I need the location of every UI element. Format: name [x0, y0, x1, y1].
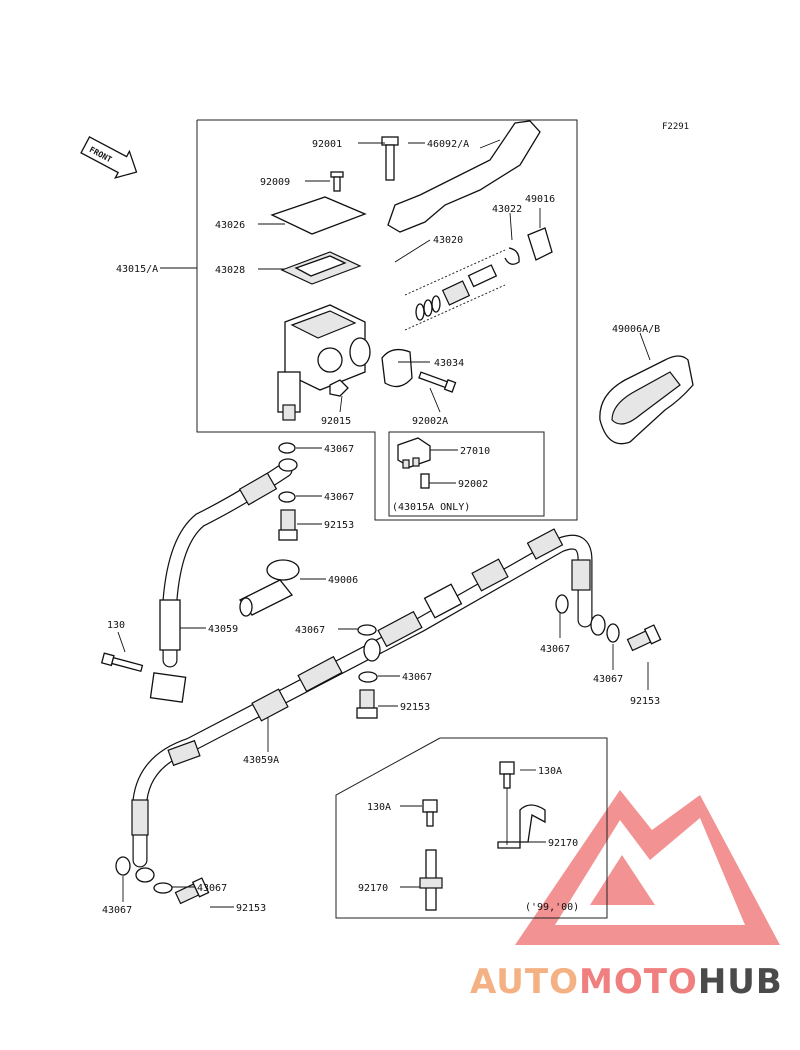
label-43034: 43034: [434, 358, 464, 369]
bracket-subframe: [335, 737, 608, 919]
watermark-part-hub: HUB: [698, 962, 783, 1002]
hose-bracket-left-tab: [419, 877, 443, 889]
label-49006: 49006: [328, 575, 358, 586]
year-note: ('99,'00): [525, 902, 579, 913]
banjo-eye-upper: [278, 458, 298, 472]
switch-subframe: [388, 431, 545, 517]
dust-boot: [527, 227, 553, 261]
washer-43067-g: [115, 856, 131, 876]
brake-lever: [387, 120, 541, 233]
label-92170-2: 92170: [358, 883, 388, 894]
watermark-text: AUTOMOTOHUB: [470, 962, 783, 1002]
banjo-eye-mid: [363, 638, 381, 662]
label-43022: 43022: [492, 204, 522, 215]
cap-screw: [330, 171, 344, 192]
label-43067-6: 43067: [593, 674, 623, 685]
label-43067-7: 43067: [197, 883, 227, 894]
label-43026: 43026: [215, 220, 245, 231]
label-49006a-b: 49006A/B: [612, 324, 660, 335]
label-92009: 92009: [260, 177, 290, 188]
label-46092-a: 46092/A: [427, 139, 469, 150]
label-130a-1: 130A: [538, 766, 562, 777]
part-labels: 92001 46092/A 92009 43026 43022 49016 43…: [102, 139, 660, 916]
label-43020: 43020: [433, 235, 463, 246]
label-43059: 43059: [208, 624, 238, 635]
watermark-logo: [515, 790, 780, 945]
label-43067-2: 43067: [324, 492, 354, 503]
hose-bracket-right: [497, 804, 546, 849]
label-43059a: 43059A: [243, 755, 279, 766]
washer-43067-d: [358, 671, 378, 683]
label-92002: 92002: [458, 479, 488, 490]
washer-43067-b: [278, 491, 296, 503]
label-92015: 92015: [321, 416, 351, 427]
label-43067-5: 43067: [402, 672, 432, 683]
watermark-part-auto: AUTO: [470, 962, 579, 1002]
banjo-bolt-d: [174, 877, 210, 905]
figure-code: F2291: [662, 122, 689, 132]
washer-43067-a: [278, 442, 296, 454]
banjo-bolt-a: [278, 509, 298, 541]
watermark-part-moto: MOTO: [579, 962, 698, 1002]
label-92170-1: 92170: [548, 838, 578, 849]
cylinder-nut: [329, 379, 349, 397]
pivot-bolt: [381, 136, 399, 181]
label-92153-2: 92153: [400, 702, 430, 713]
label-92153-4: 92153: [236, 903, 266, 914]
label-130a-2: 130A: [367, 802, 391, 813]
label-43028: 43028: [215, 265, 245, 276]
label-130: 130: [107, 620, 125, 631]
label-92153-1: 92153: [324, 520, 354, 531]
label-43067-3: 43067: [295, 625, 325, 636]
banjo-bolt-b: [356, 689, 378, 719]
hose-joint: [149, 672, 187, 703]
washer-43067-h: [153, 882, 173, 894]
clamp-bolt: [418, 371, 457, 393]
label-43067-8: 43067: [102, 905, 132, 916]
lever-guard-detail: [611, 371, 681, 425]
leader-lines: [117, 139, 651, 908]
washer-43067-e: [555, 594, 569, 614]
brake-hose-lower: [131, 528, 593, 868]
diaphragm-inner: [294, 255, 347, 277]
banjo-bolt-c: [626, 624, 662, 652]
label-49016: 49016: [525, 194, 555, 205]
switch-screw: [420, 473, 430, 489]
front-arrow: FRONT: [80, 136, 138, 179]
brake-switch: [397, 437, 431, 469]
banjo-eye-bottom: [135, 867, 155, 883]
tee-joint: [238, 559, 300, 617]
label-92002a: 92002A: [412, 416, 448, 427]
scope-note: (43015A ONLY): [392, 502, 470, 513]
bracket-bolt-left: [422, 799, 438, 827]
joint-bolt: [100, 652, 144, 673]
label-92153-3: 92153: [630, 696, 660, 707]
label-43067-4: 43067: [540, 644, 570, 655]
reservoir-cap: [270, 196, 367, 235]
master-cylinder-frame: [196, 119, 578, 521]
label-43067-1: 43067: [324, 444, 354, 455]
circlip: [504, 247, 520, 265]
label-43015-a: 43015/A: [116, 264, 158, 275]
washer-43067-c: [357, 624, 377, 636]
label-27010: 27010: [460, 446, 490, 457]
brake-hose-upper: [159, 462, 293, 668]
cylinder-body: [277, 304, 371, 421]
piston-kit: [404, 249, 506, 331]
banjo-eye-right: [590, 614, 606, 636]
label-92001: 92001: [312, 139, 342, 150]
handlebar-clamp: [381, 348, 413, 388]
washer-43067-f: [606, 623, 620, 643]
bracket-bolt-right: [499, 761, 515, 789]
